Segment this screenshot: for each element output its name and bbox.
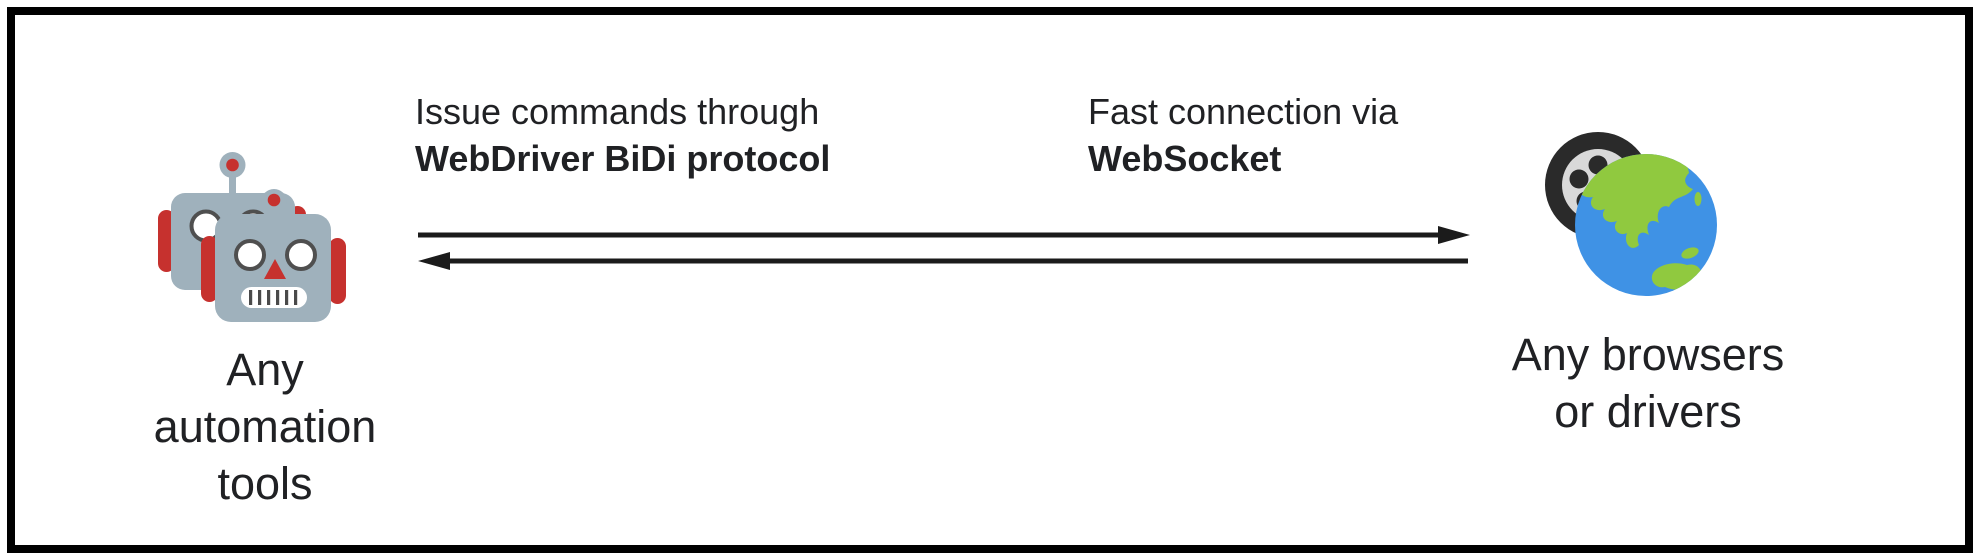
bottom-arrow-label: Fast connection via WebSocket: [1088, 88, 1398, 182]
top-arrow-label-normal: Issue commands through: [415, 91, 820, 132]
robots-icon: [158, 152, 346, 322]
left-caption-line-2: automation: [153, 401, 377, 452]
diagram-frame-border: [7, 7, 1973, 553]
right-node: [1535, 125, 1725, 300]
bottom-arrow-label-bold: WebSocket: [1088, 138, 1282, 179]
top-arrow-label-bold: WebDriver BiDi protocol: [415, 138, 831, 179]
front-robot-head: [201, 189, 346, 322]
right-caption-line-2: or drivers: [1554, 386, 1742, 437]
right-caption-line-1: Any browsers: [1511, 329, 1785, 380]
right-node-caption: Any browsers or drivers: [1483, 326, 1813, 440]
bidirectional-arrows: [410, 222, 1480, 277]
left-caption-line-3: tools: [217, 458, 313, 509]
left-node-caption: Any automation tools: [100, 341, 430, 512]
left-caption-line-1: Any: [226, 344, 304, 395]
left-node: [158, 148, 358, 333]
bottom-arrow-label-normal: Fast connection via: [1088, 91, 1399, 132]
arrow-left-icon: [418, 252, 1468, 270]
top-arrow-label: Issue commands through WebDriver BiDi pr…: [415, 88, 830, 182]
arrow-right-icon: [418, 226, 1470, 244]
globe-wheel-icon: [1545, 132, 1717, 296]
